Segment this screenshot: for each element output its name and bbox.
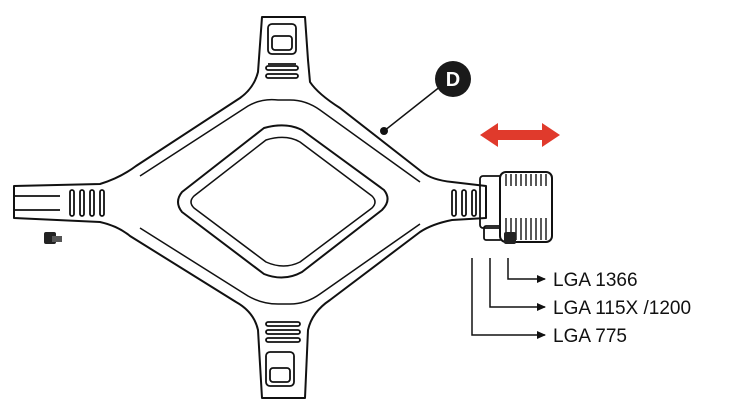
badge-letter: D <box>446 69 460 91</box>
left-screw <box>44 232 62 244</box>
leader-lga-115x <box>489 258 546 311</box>
bottom-arm-details <box>265 321 301 387</box>
leader-lga-1366 <box>507 258 546 283</box>
label-lga-1366: LGA 1366 <box>553 270 638 291</box>
center-window <box>177 124 389 279</box>
leader-lga-775 <box>471 258 546 339</box>
label-lga-115x: LGA 115X /1200 <box>553 298 691 319</box>
mounting-bracket <box>13 16 487 399</box>
double-arrow-icon <box>480 123 560 147</box>
top-arm-details <box>265 23 299 79</box>
thumb-nut <box>499 171 553 243</box>
socket-labels: LGA 1366 LGA 115X /1200 LGA 775 <box>553 270 691 347</box>
label-lga-775: LGA 775 <box>553 326 627 347</box>
frame-edge-bottom <box>139 223 421 305</box>
socket-leaders <box>471 258 546 339</box>
frame-edge-top <box>139 98 421 183</box>
left-arm-details <box>14 189 105 217</box>
top-arm <box>13 16 487 399</box>
badge-callout: D <box>380 61 471 135</box>
right-screw <box>504 232 516 244</box>
center-window-inner <box>190 136 376 267</box>
